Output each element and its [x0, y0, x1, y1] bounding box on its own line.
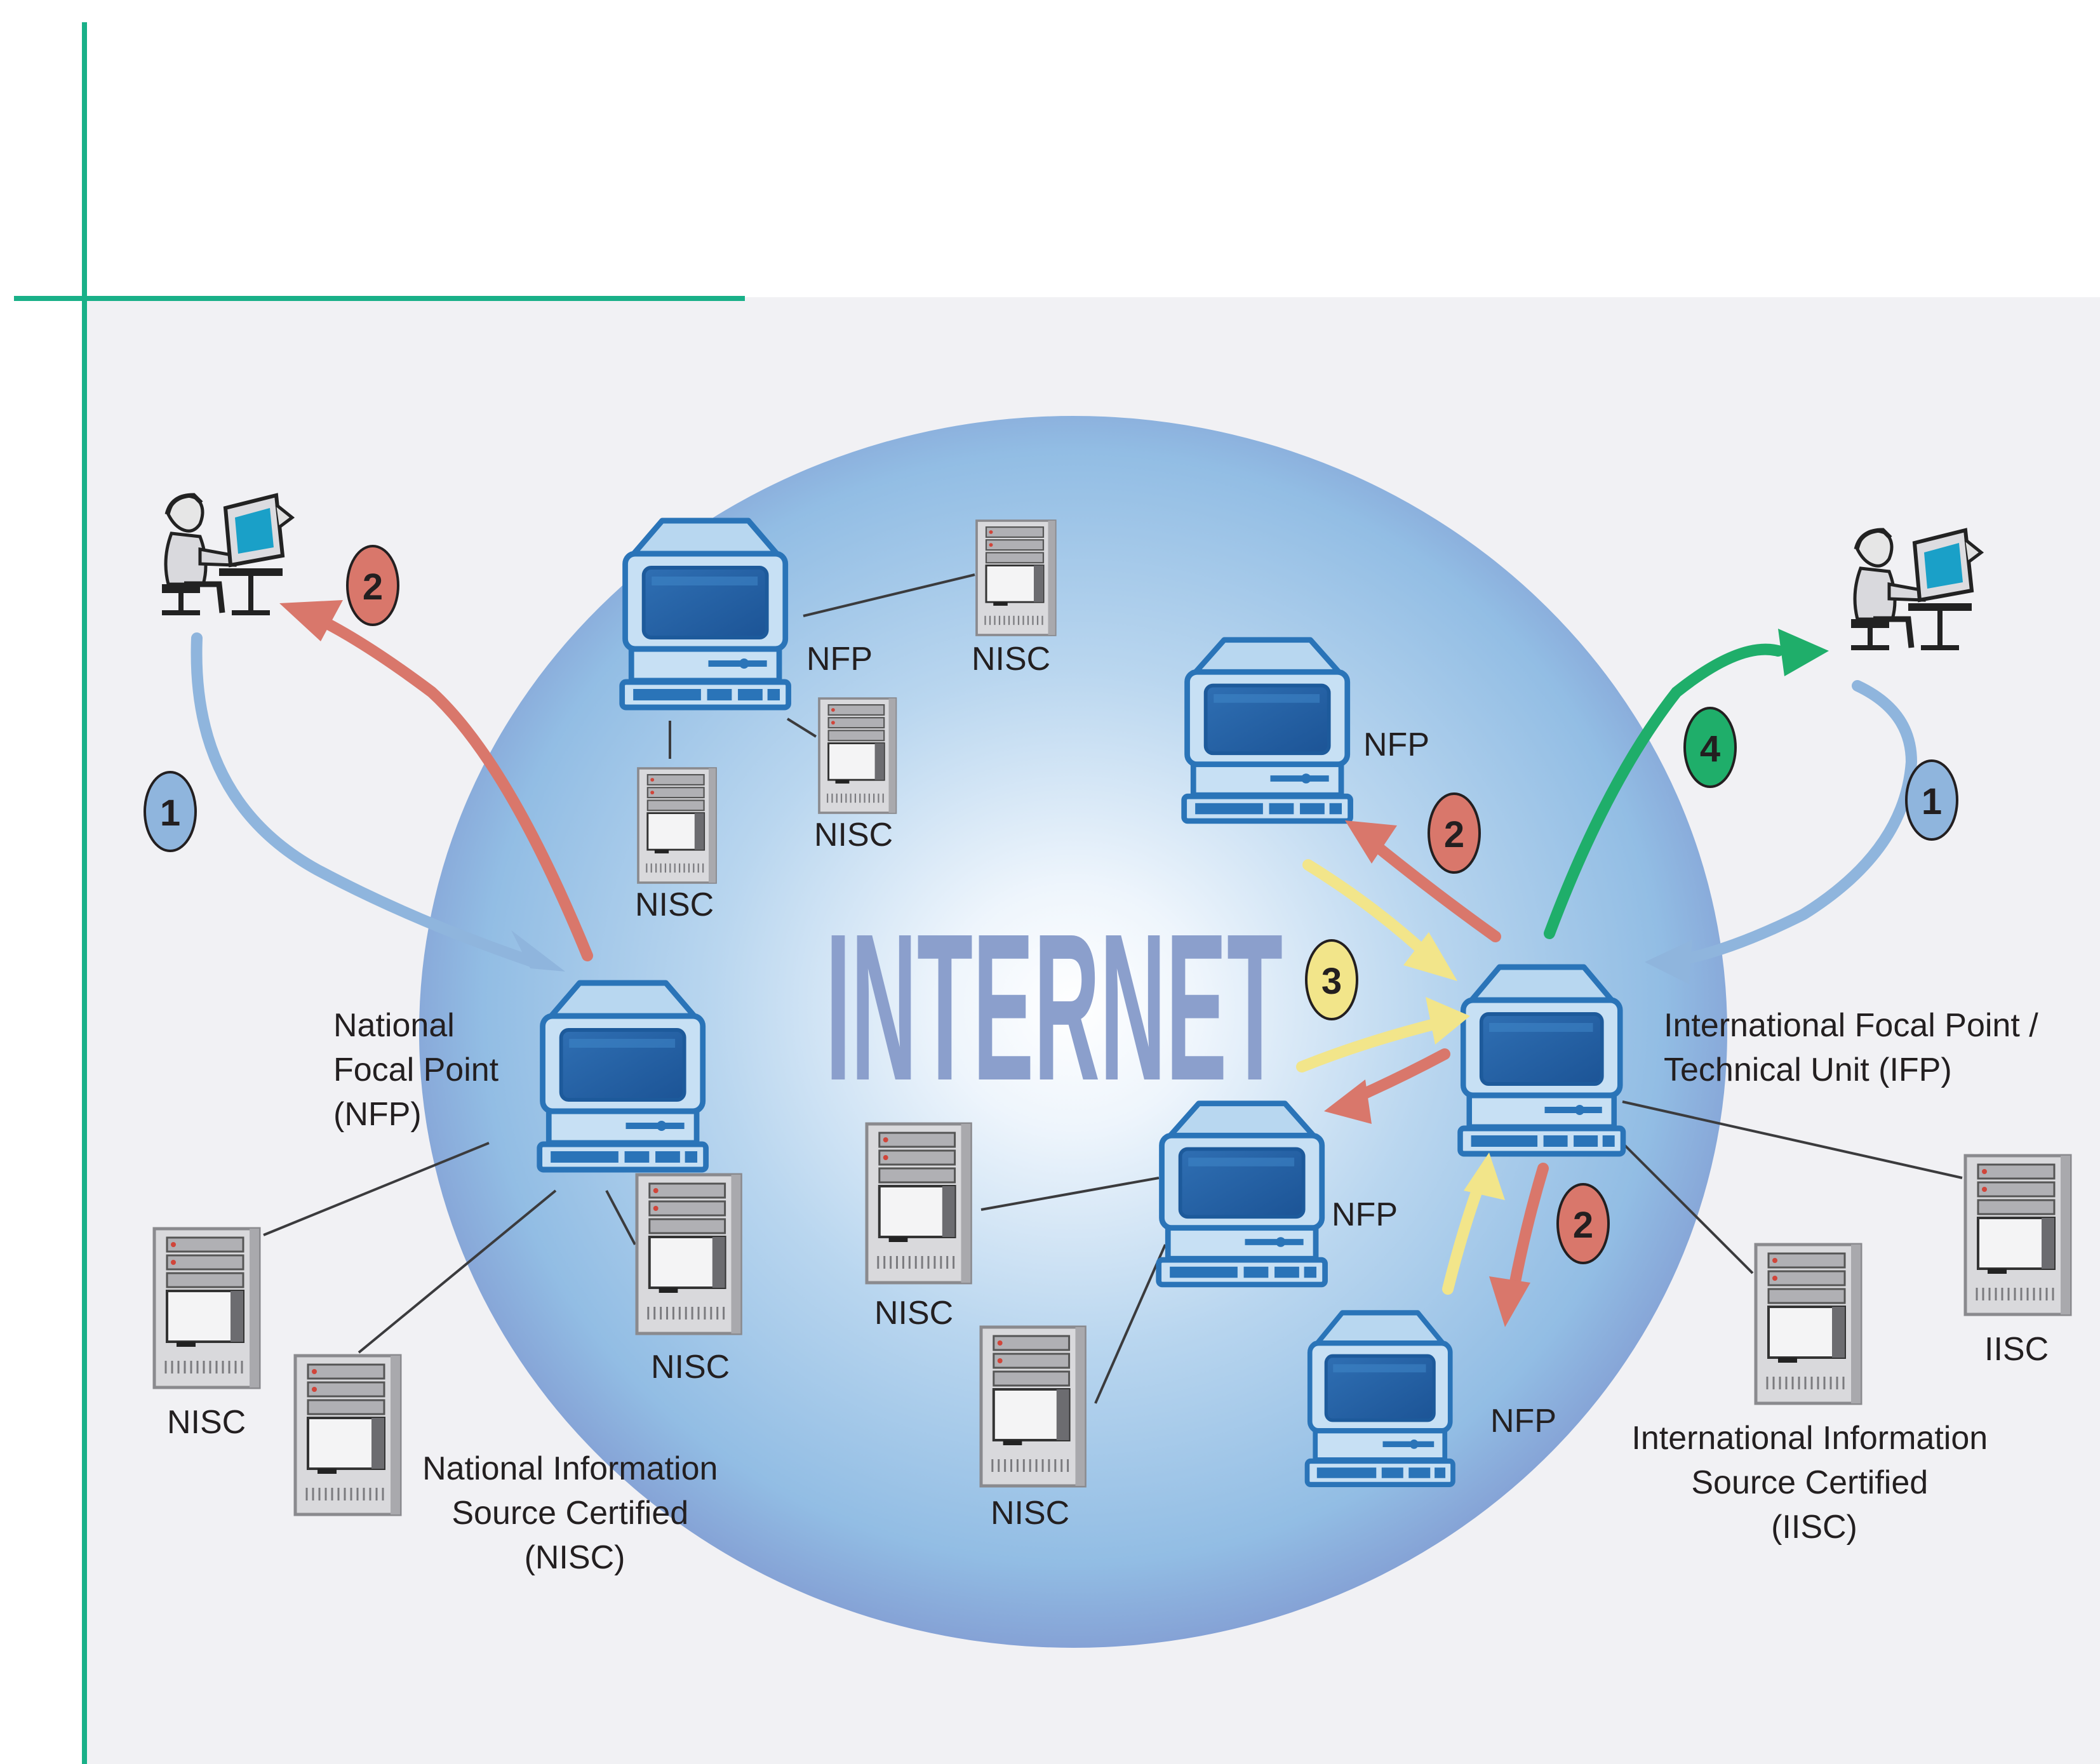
step-badge-2-upper-text: 2 — [1444, 814, 1464, 855]
step-badge-3: 3 — [1305, 939, 1358, 1020]
nisc-top-right-server-icon[interactable] — [975, 519, 1057, 636]
nfp-upper-right-workstation-icon[interactable] — [1184, 640, 1351, 821]
nfp-legend-line-3: (NFP) — [333, 1096, 422, 1133]
nisc-legend-line-3: (NISC) — [525, 1539, 625, 1576]
nisc-left-inner-server-icon[interactable] — [637, 1175, 740, 1333]
nfp-center-label: NFP — [1332, 1196, 1398, 1233]
link-nfp-top-nisc-top-right — [803, 573, 975, 617]
step2-left-arrow — [299, 607, 593, 961]
iisc-lower-server-icon[interactable] — [1756, 1245, 1861, 1403]
nisc-center-left-server-icon[interactable] — [867, 1124, 970, 1283]
link-nfp-left-nisc-outer — [263, 1142, 490, 1236]
nisc-legend-line-1: National Information — [422, 1450, 718, 1487]
ifp-legend-label: International Focal Point / Technical Un… — [1664, 1007, 2047, 1088]
arrowheads — [279, 600, 1829, 1327]
link-nfp-left-nisc-lower — [358, 1189, 557, 1354]
connection-lines — [263, 573, 1963, 1404]
nisc-legend-label: National Information Source Certified (N… — [422, 1450, 727, 1576]
nisc-center-bottom-server-icon[interactable] — [981, 1327, 1085, 1486]
ifp-legend-line-1: International Focal Point / — [1664, 1007, 2038, 1044]
step-badge-1-right-circle — [1905, 759, 1958, 841]
step-badge-2-lower: 2 — [1556, 1183, 1610, 1264]
step-badge-2-left-text: 2 — [363, 566, 383, 608]
iisc-legend-line-3: (IISC) — [1771, 1509, 1857, 1546]
step4-arrow — [1544, 643, 1784, 939]
step1-right-arrow — [1664, 680, 1918, 968]
step2-left-arrowhead — [279, 600, 343, 641]
step-badge-2-left-circle — [346, 545, 399, 626]
step3-lower-arrowhead — [1464, 1153, 1505, 1200]
nfp-upper-right-label: NFP — [1363, 726, 1429, 763]
nfp-bottom-workstation-icon[interactable] — [1307, 1313, 1454, 1484]
ifp-legend-line-2: Technical Unit (IFP) — [1664, 1052, 1952, 1088]
iisc-legend-line-1: International Information — [1631, 1420, 1988, 1457]
step3-upper-arrowhead — [1403, 932, 1457, 981]
nisc-left-inner-label: NISC — [651, 1349, 730, 1386]
nfp-center-workstation-icon[interactable] — [1159, 1104, 1325, 1285]
internet-label: INTERNET — [826, 890, 1283, 1124]
step1-left-arrowhead — [511, 930, 565, 972]
nisc-center-bottom-label: NISC — [991, 1495, 1069, 1532]
step2-lower-arrowhead — [1489, 1276, 1530, 1327]
nisc-top-lower-label: NISC — [814, 817, 893, 853]
nfp-top-label: NFP — [806, 641, 873, 678]
step-badge-2-upper: 2 — [1428, 792, 1481, 874]
nisc-left-lower-server-icon[interactable] — [295, 1356, 400, 1514]
step3-middle-arrowhead — [1426, 997, 1470, 1045]
step-badge-1-left: 1 — [144, 771, 197, 852]
step1-left-arrow — [191, 632, 539, 968]
step-badge-2-lower-text: 2 — [1573, 1205, 1593, 1246]
ifp-workstation-icon[interactable] — [1461, 967, 1624, 1154]
link-nfp-center-nisc-left — [980, 1177, 1160, 1211]
nfp-legend-label: National Focal Point (NFP) — [333, 1007, 508, 1133]
iisc-right-server-icon[interactable] — [1965, 1156, 2070, 1314]
nisc-top-left-label: NISC — [635, 886, 714, 923]
nisc-top-left-server-icon[interactable] — [637, 767, 717, 884]
step-badge-4-text: 4 — [1700, 728, 1720, 770]
step2-upper-arrowhead — [1345, 820, 1397, 864]
link-nfp-top-nisc-top-lower — [786, 718, 817, 738]
step-badge-4: 4 — [1683, 707, 1737, 788]
step-badge-2-upper-circle — [1428, 792, 1481, 874]
step-badge-3-text: 3 — [1321, 961, 1342, 1002]
nisc-center-left-label: NISC — [874, 1295, 953, 1332]
nisc-top-lower-server-icon[interactable] — [818, 697, 897, 814]
step-badge-3-circle — [1305, 939, 1358, 1020]
nfp-bottom-label: NFP — [1490, 1403, 1556, 1440]
step3-middle-arrow — [1296, 1017, 1447, 1072]
step-badge-4-circle — [1683, 707, 1737, 788]
step-badge-1-right-text: 1 — [1922, 781, 1942, 822]
step-badge-1-left-circle — [144, 771, 197, 852]
step2-middle-arrowhead — [1324, 1079, 1372, 1124]
nfp-top-workstation-icon[interactable] — [622, 521, 789, 707]
iisc-legend-label: International Information Source Certifi… — [1631, 1420, 1996, 1546]
step-badge-1-right: 1 — [1905, 759, 1958, 841]
step-badge-2-lower-circle — [1556, 1183, 1610, 1264]
step-badge-1-left-text: 1 — [160, 792, 180, 834]
nisc-legend-line-2: Source Certified — [451, 1495, 688, 1532]
link-ifp-iisc-lower — [1618, 1139, 1754, 1274]
nfp-legend-line-2: Focal Point — [333, 1052, 499, 1088]
step-badge-2-left: 2 — [346, 545, 399, 626]
nisc-top-right-label: NISC — [972, 641, 1050, 678]
step1-right-arrowhead — [1645, 940, 1692, 984]
nisc-left-outer-label: NISC — [167, 1404, 246, 1441]
link-nfp-left-nisc-inner — [605, 1190, 636, 1245]
nfp-left-workstation-icon[interactable] — [540, 983, 706, 1170]
link-ifp-iisc-right — [1622, 1100, 1963, 1179]
iisc-legend-line-2: Source Certified — [1691, 1464, 1928, 1501]
nfp-legend-line-1: National — [333, 1007, 455, 1044]
nisc-left-outer-server-icon[interactable] — [154, 1229, 259, 1387]
step4-arrowhead — [1778, 629, 1829, 676]
iisc-label: IISC — [1984, 1331, 2049, 1368]
link-nfp-center-nisc-bottom — [1094, 1244, 1167, 1404]
